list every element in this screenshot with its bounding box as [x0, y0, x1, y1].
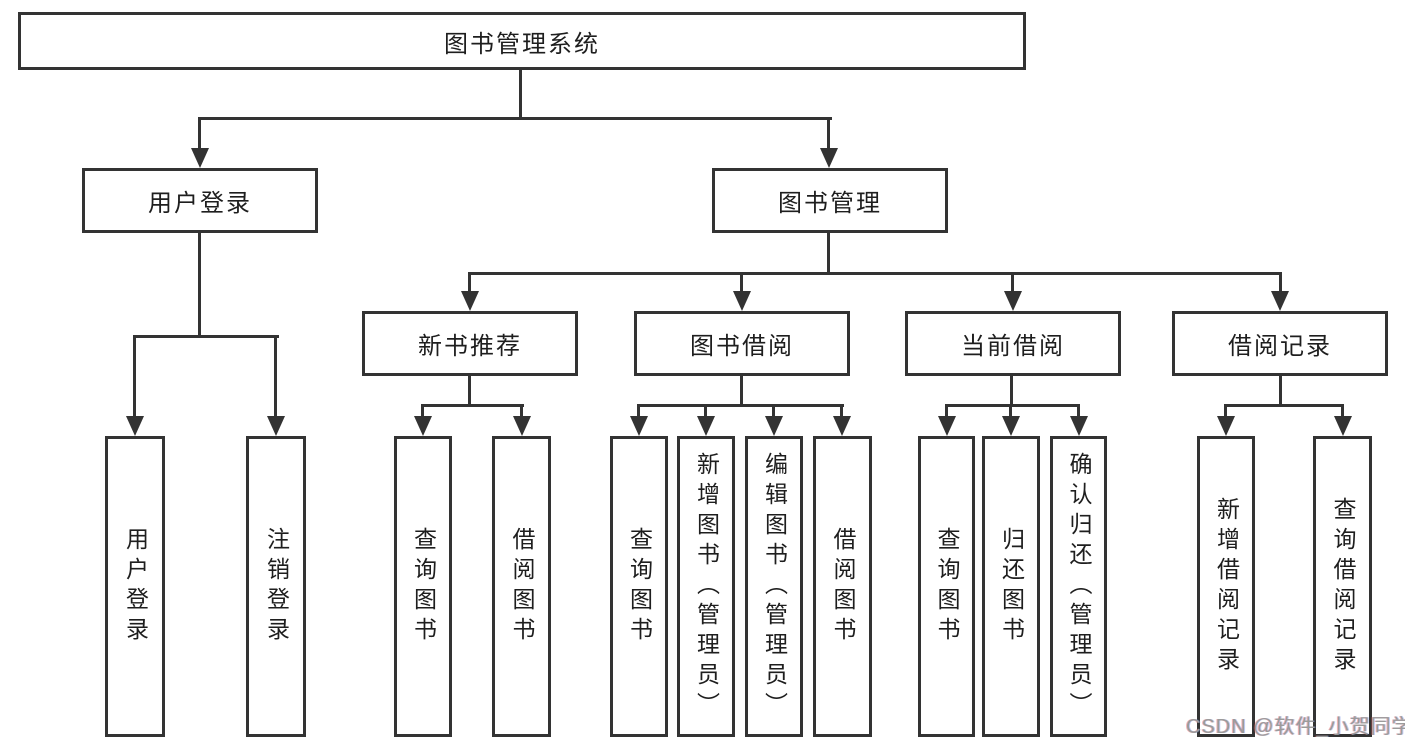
connector — [198, 117, 832, 120]
arrowhead — [1271, 291, 1289, 311]
connector — [133, 335, 136, 418]
node-book-mgmt-label: 图书管理 — [778, 190, 882, 217]
connector — [198, 233, 201, 338]
node-leaf-cb-return-book-label: 归还图书 — [998, 526, 1025, 647]
connector — [827, 117, 830, 149]
node-leaf-cb-return-book: 归还图书 — [982, 436, 1040, 737]
node-leaf-logout: 注销登录 — [246, 436, 306, 737]
node-leaf-br-query-record-label: 查询借阅记录 — [1330, 496, 1356, 677]
connector — [520, 404, 523, 418]
node-user-login-label: 用户登录 — [148, 190, 252, 217]
arrowhead — [414, 416, 432, 436]
node-leaf-bb-add-book-label: 新增图书（管理员） — [693, 451, 720, 722]
arrowhead — [126, 416, 144, 436]
connector — [198, 117, 201, 149]
node-leaf-rec-query-book-label: 查询图书 — [410, 526, 437, 647]
node-book-borrow: 图书借阅 — [634, 311, 850, 376]
connector — [704, 404, 707, 418]
node-leaf-cb-confirm-return: 确认归还（管理员） — [1050, 436, 1107, 737]
connector — [1077, 404, 1080, 418]
node-leaf-bb-query-book-label: 查询图书 — [626, 526, 653, 647]
connector — [468, 272, 471, 293]
node-leaf-bb-borrow-book: 借阅图书 — [813, 436, 872, 737]
node-new-book-rec-label: 新书推荐 — [418, 333, 522, 360]
connector — [421, 404, 524, 407]
arrowhead — [733, 291, 751, 311]
arrowhead — [513, 416, 531, 436]
connector — [637, 404, 844, 407]
arrowhead — [191, 148, 209, 168]
arrowhead — [630, 416, 648, 436]
node-leaf-bb-borrow-book-label: 借阅图书 — [830, 526, 856, 647]
arrowhead — [1217, 416, 1235, 436]
arrowhead — [1004, 291, 1022, 311]
arrowhead — [267, 416, 285, 436]
connector — [1279, 376, 1282, 407]
node-root-label: 图书管理系统 — [444, 30, 600, 58]
node-root: 图书管理系统 — [18, 12, 1026, 70]
node-leaf-br-add-record: 新增借阅记录 — [1197, 436, 1255, 737]
connector — [519, 68, 522, 119]
node-leaf-rec-borrow-book: 借阅图书 — [492, 436, 551, 737]
connector — [945, 404, 948, 418]
node-current-borrow-label: 当前借阅 — [961, 333, 1065, 360]
node-leaf-br-query-record: 查询借阅记录 — [1313, 436, 1372, 737]
connector — [133, 335, 279, 338]
connector — [772, 404, 775, 418]
node-book-borrow-label: 图书借阅 — [690, 333, 794, 360]
node-leaf-br-add-record-label: 新增借阅记录 — [1213, 496, 1240, 677]
node-current-borrow: 当前借阅 — [905, 311, 1121, 376]
node-leaf-rec-query-book: 查询图书 — [394, 436, 452, 737]
node-leaf-cb-query-book: 查询图书 — [918, 436, 975, 737]
connector — [1010, 376, 1013, 407]
connector — [740, 272, 743, 293]
node-leaf-user-login-label: 用户登录 — [122, 526, 149, 647]
connector — [945, 404, 1080, 407]
node-borrow-records-label: 借阅记录 — [1228, 333, 1332, 360]
arrowhead — [833, 416, 851, 436]
connector — [740, 376, 743, 407]
connector — [1279, 272, 1282, 293]
connector — [421, 404, 424, 418]
arrowhead — [765, 416, 783, 436]
node-user-login: 用户登录 — [82, 168, 318, 233]
arrowhead — [1002, 416, 1020, 436]
node-leaf-bb-edit-book: 编辑图书（管理员） — [745, 436, 803, 737]
connector — [840, 404, 843, 418]
node-leaf-logout-label: 注销登录 — [263, 526, 290, 647]
arrowhead — [697, 416, 715, 436]
node-leaf-cb-query-book-label: 查询图书 — [934, 526, 960, 647]
node-leaf-cb-confirm-return-label: 确认归还（管理员） — [1066, 451, 1092, 722]
node-leaf-bb-query-book: 查询图书 — [610, 436, 668, 737]
connector — [1009, 404, 1012, 418]
node-new-book-rec: 新书推荐 — [362, 311, 578, 376]
node-borrow-records: 借阅记录 — [1172, 311, 1388, 376]
connector — [1341, 404, 1344, 418]
node-leaf-bb-add-book: 新增图书（管理员） — [677, 436, 735, 737]
connector — [637, 404, 640, 418]
arrowhead — [461, 291, 479, 311]
connector — [1224, 404, 1227, 418]
node-leaf-user-login: 用户登录 — [105, 436, 165, 737]
arrowhead — [938, 416, 956, 436]
node-leaf-bb-edit-book-label: 编辑图书（管理员） — [761, 451, 788, 722]
connector — [1224, 404, 1344, 407]
arrowhead — [820, 148, 838, 168]
connector — [468, 376, 471, 407]
connector — [827, 233, 830, 275]
connector — [274, 335, 277, 418]
watermark: CSDN @软件_小贺同学 — [1186, 716, 1405, 738]
connector — [468, 272, 1282, 275]
node-book-mgmt: 图书管理 — [712, 168, 948, 233]
node-leaf-rec-borrow-book-label: 借阅图书 — [509, 526, 535, 647]
arrowhead — [1070, 416, 1088, 436]
connector — [1011, 272, 1014, 293]
arrowhead — [1334, 416, 1352, 436]
